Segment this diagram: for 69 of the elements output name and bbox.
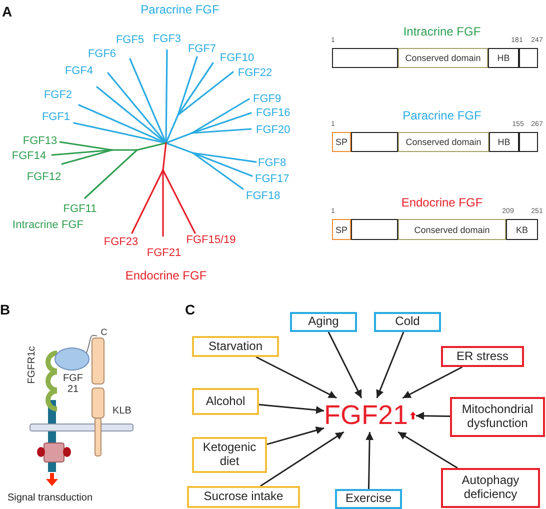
arrow <box>328 332 362 398</box>
empty-segment <box>351 132 398 152</box>
empty-segment <box>519 48 538 68</box>
domain-group-label: Endocrine FGF <box>401 196 483 210</box>
factor-box: Ketogenic diet <box>192 437 267 473</box>
arrow <box>256 356 337 399</box>
domain-group-label: Intracrine FGF <box>403 25 481 39</box>
gene-label: FGF23 <box>104 236 138 248</box>
gene-label: FGF11 <box>63 202 97 216</box>
factor-box: Aging <box>290 312 357 332</box>
gene-label: FGF12 <box>26 170 62 184</box>
domain-segment: Conserved domain <box>398 48 488 68</box>
gene-label: FGF22 <box>238 66 272 80</box>
empty-segment <box>351 219 398 240</box>
arrow <box>366 432 374 490</box>
gene-label: FGF21 <box>146 246 182 260</box>
factor-box: Alcohol <box>192 388 259 415</box>
panel-letter: A <box>2 4 12 20</box>
gene-label: FGF6 <box>88 48 116 60</box>
factor-box: Exercise <box>335 489 402 509</box>
arrow <box>376 332 404 398</box>
domain-segment: HB <box>489 132 519 152</box>
domain-segment: HB <box>488 48 519 68</box>
gene-label: FGF20 <box>256 124 290 136</box>
factor-box: Cold <box>374 312 441 332</box>
gene-label: FGF16 <box>256 106 290 120</box>
empty-segment <box>519 132 538 152</box>
gene-label: FGF15/19 <box>186 234 236 246</box>
empty-segment <box>332 48 398 68</box>
domain-segment: SP <box>332 132 351 152</box>
gene-name: FGF21 <box>324 400 408 430</box>
gene-label: FGF7 <box>188 42 216 56</box>
arrow <box>258 404 324 414</box>
gene-label: FGF13 <box>22 134 58 148</box>
domain-group-label: Paracrine FGF <box>402 109 482 123</box>
gene-label: FGF10 <box>220 52 254 64</box>
domain-segment: Conserved domain <box>398 132 489 152</box>
group-label: Intracrine FGF <box>12 218 84 232</box>
gene-label: FGF9 <box>253 92 282 106</box>
gene-label: FGF1 <box>42 110 70 124</box>
domain-segment: SP <box>332 219 351 240</box>
gene-label: FGF8 <box>258 156 286 170</box>
group-label: Endocrine FGF <box>125 269 207 283</box>
arrow <box>402 366 463 399</box>
protein-label: KLB <box>112 406 132 416</box>
group-label: Paracrine FGF <box>140 3 220 17</box>
domain-segment: Conserved domain <box>398 219 506 240</box>
arrow <box>416 412 450 420</box>
gene-label: FGF3 <box>152 32 182 46</box>
gene-label: FGF5 <box>116 34 144 46</box>
pathway-label: Signal transduction <box>7 492 93 504</box>
factor-box: Autophagy deficiency <box>441 468 540 508</box>
factor-box: Starvation <box>192 336 279 357</box>
gene-label: FGF4 <box>64 64 94 78</box>
gene-label: FGF17 <box>255 172 290 186</box>
protein-label: FGFR1c <box>26 346 38 384</box>
gene-label: FGF14 <box>12 150 46 162</box>
arrow <box>266 426 324 446</box>
factor-box: Sucrose intake <box>187 486 300 508</box>
panel-letter: B <box>0 302 10 318</box>
arrow <box>398 431 458 469</box>
terminus-label: C <box>100 328 108 338</box>
panel-letter: C <box>184 302 196 318</box>
domain-segment: KB <box>506 219 538 240</box>
factor-box: ER stress <box>441 346 524 367</box>
gene-label: FGF18 <box>246 190 280 202</box>
gene-label: FGF2 <box>44 88 72 102</box>
factor-box: Mitochondrial dysfunction <box>450 397 545 437</box>
protein-label: FGF 21 <box>62 373 84 395</box>
